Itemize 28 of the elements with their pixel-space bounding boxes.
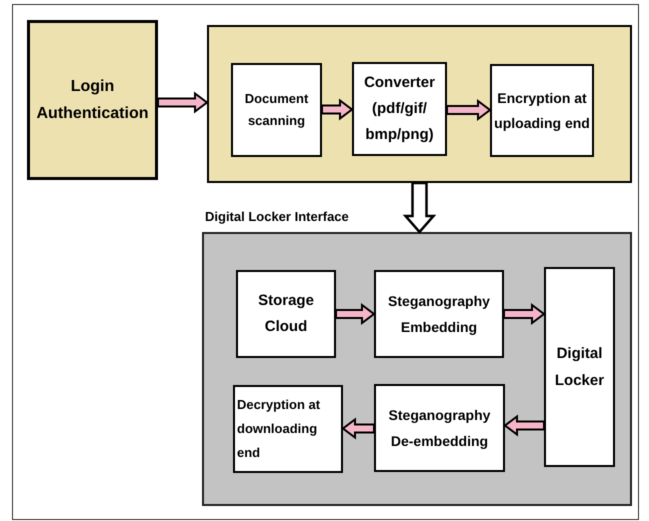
block-arrow	[503, 414, 545, 436]
group-panel	[207, 25, 632, 183]
node-label: Converter (pdf/gif/ bmp/png)	[363, 73, 436, 145]
panel-heading: Digital Locker Interface	[205, 208, 349, 226]
block-arrow	[402, 182, 436, 234]
node-label: Steganography De-embedding	[388, 406, 492, 451]
node-label: Decryption at downloading end	[237, 396, 322, 462]
process-box	[233, 385, 343, 473]
node-label: Login Authentication	[36, 77, 150, 124]
node-label: Document scanning	[244, 90, 310, 130]
block-arrow	[341, 418, 375, 440]
process-box	[490, 64, 594, 157]
process-box	[374, 270, 504, 358]
process-box	[236, 270, 336, 358]
block-arrow	[503, 303, 546, 325]
block-arrow	[335, 303, 376, 325]
block-arrow	[157, 92, 209, 114]
process-box	[27, 20, 158, 180]
node-label: Storage Cloud	[257, 291, 315, 337]
process-box	[352, 62, 447, 156]
node-label: Encryption at uploading end	[493, 88, 591, 133]
block-arrow	[321, 98, 354, 120]
node-label: Digital Locker	[554, 344, 606, 391]
block-arrow	[446, 99, 492, 121]
process-box	[231, 63, 322, 157]
process-box	[544, 267, 615, 467]
node-label: Steganography Embedding	[387, 292, 491, 337]
process-box	[374, 384, 505, 472]
